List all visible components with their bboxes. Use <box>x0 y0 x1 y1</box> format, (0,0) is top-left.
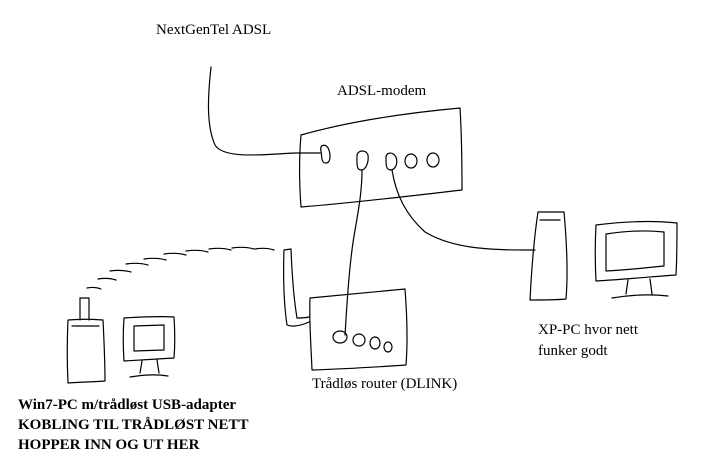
win7-pc-label-line-1: Win7-PC m/trådløst USB-adapter <box>18 397 237 413</box>
router-port-4 <box>383 341 393 353</box>
xp-pc-label: XP-PC hvor nett funker godt <box>538 320 638 362</box>
modem-label: ADSL-modem <box>337 83 427 99</box>
router-antenna <box>283 248 310 327</box>
modem-xp-cable <box>391 169 536 251</box>
wireless-signal-icon <box>86 246 275 290</box>
router-port-2 <box>352 333 366 347</box>
modem-router-cable <box>344 169 363 336</box>
router-label: Trådløs router (DLINK) <box>312 376 458 392</box>
win7-pc-label-line-3: HOPPER INN OG UT HER <box>18 437 200 453</box>
modem-port-3 <box>385 152 398 171</box>
usb-adapter-icon <box>79 297 90 321</box>
modem-port-5 <box>426 152 440 168</box>
router-port-1 <box>332 330 348 344</box>
win7-pc-monitor <box>122 315 176 362</box>
win7-pc-tower <box>66 318 106 384</box>
xp-pc-label-line-2: funker godt <box>538 343 608 359</box>
isp-cable <box>207 66 321 156</box>
modem-port-1 <box>320 144 331 164</box>
xp-pc-label-line-1: XP-PC hvor nett <box>538 322 639 338</box>
xp-pc-stand <box>611 278 669 299</box>
xp-pc-tower <box>529 211 568 301</box>
xp-pc-monitor <box>594 220 678 282</box>
isp-label: NextGenTel ADSL <box>156 22 272 38</box>
win7-pc-screen <box>133 324 165 352</box>
win7-pc-label: Win7-PC m/trådløst USB-adapter KOBLING T… <box>18 395 249 455</box>
modem-port-4 <box>404 153 418 169</box>
win7-pc-stand <box>129 359 169 378</box>
router-box <box>309 288 408 371</box>
modem-port-2 <box>356 150 369 171</box>
win7-pc-label-line-2: KOBLING TIL TRÅDLØST NETT <box>18 417 249 433</box>
router-port-3 <box>369 336 381 350</box>
modem-box <box>298 107 463 208</box>
xp-pc-screen <box>605 230 665 272</box>
